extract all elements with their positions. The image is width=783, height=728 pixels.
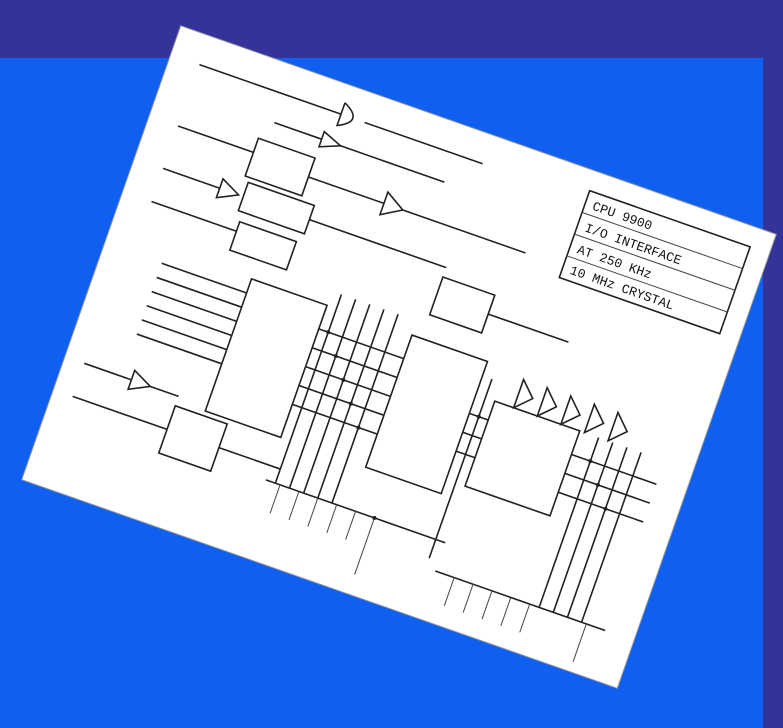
input-signal-lines [151,63,569,343]
main-chips [204,277,581,517]
bottom-pin-rows [265,479,606,662]
buffer-gates [512,377,629,443]
lower-left-circuit [72,362,281,473]
bus-horizontal [136,262,657,523]
bus-vertical [274,294,642,623]
junction-dots [326,330,608,520]
right-edge-strip [763,0,783,728]
schematic-drawing: CPU 9900 I/O INTERFACE AT 250 KHz 10 MHz… [72,63,752,662]
schematic-scan: CPU 9900 I/O INTERFACE AT 250 KHz 10 MHz… [22,26,776,688]
